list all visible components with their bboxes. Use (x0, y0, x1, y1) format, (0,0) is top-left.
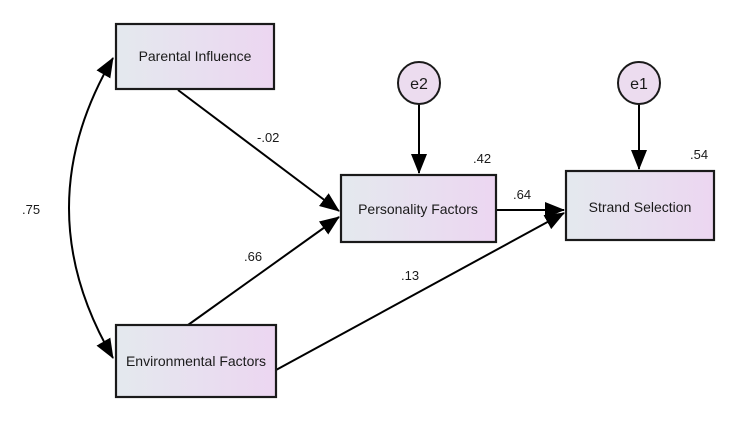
r-squared-strand-selection: .54 (690, 147, 708, 162)
node-personality-factors-label: Personality Factors (358, 201, 478, 217)
path-environmental-to-personality (187, 216, 340, 326)
error-term-e2: e2 (397, 61, 441, 105)
node-environmental-factors-label: Environmental Factors (126, 353, 266, 369)
node-parental-influence-label: Parental Influence (139, 48, 252, 64)
path-environmental-to-strand (275, 212, 565, 371)
node-parental-influence: Parental Influence (114, 22, 276, 91)
coef-parental-to-personality: -.02 (257, 130, 279, 145)
coef-personality-to-strand: .64 (513, 187, 531, 202)
correlation-arc-parental-environmental (68, 57, 114, 359)
node-environmental-factors: Environmental Factors (114, 323, 278, 399)
node-strand-selection: Strand Selection (564, 169, 716, 242)
node-strand-selection-label: Strand Selection (589, 199, 692, 215)
error-term-e2-label: e2 (410, 76, 428, 93)
coef-correlation-parental-environmental: .75 (22, 202, 40, 217)
error-term-e1: e1 (617, 61, 661, 105)
r-squared-personality-factors: .42 (473, 151, 491, 166)
node-personality-factors: Personality Factors (339, 173, 498, 244)
coef-environmental-to-strand: .13 (401, 268, 419, 283)
coef-environmental-to-personality: .66 (244, 249, 262, 264)
error-term-e1-label: e1 (630, 76, 648, 93)
path-parental-to-personality (177, 89, 340, 212)
